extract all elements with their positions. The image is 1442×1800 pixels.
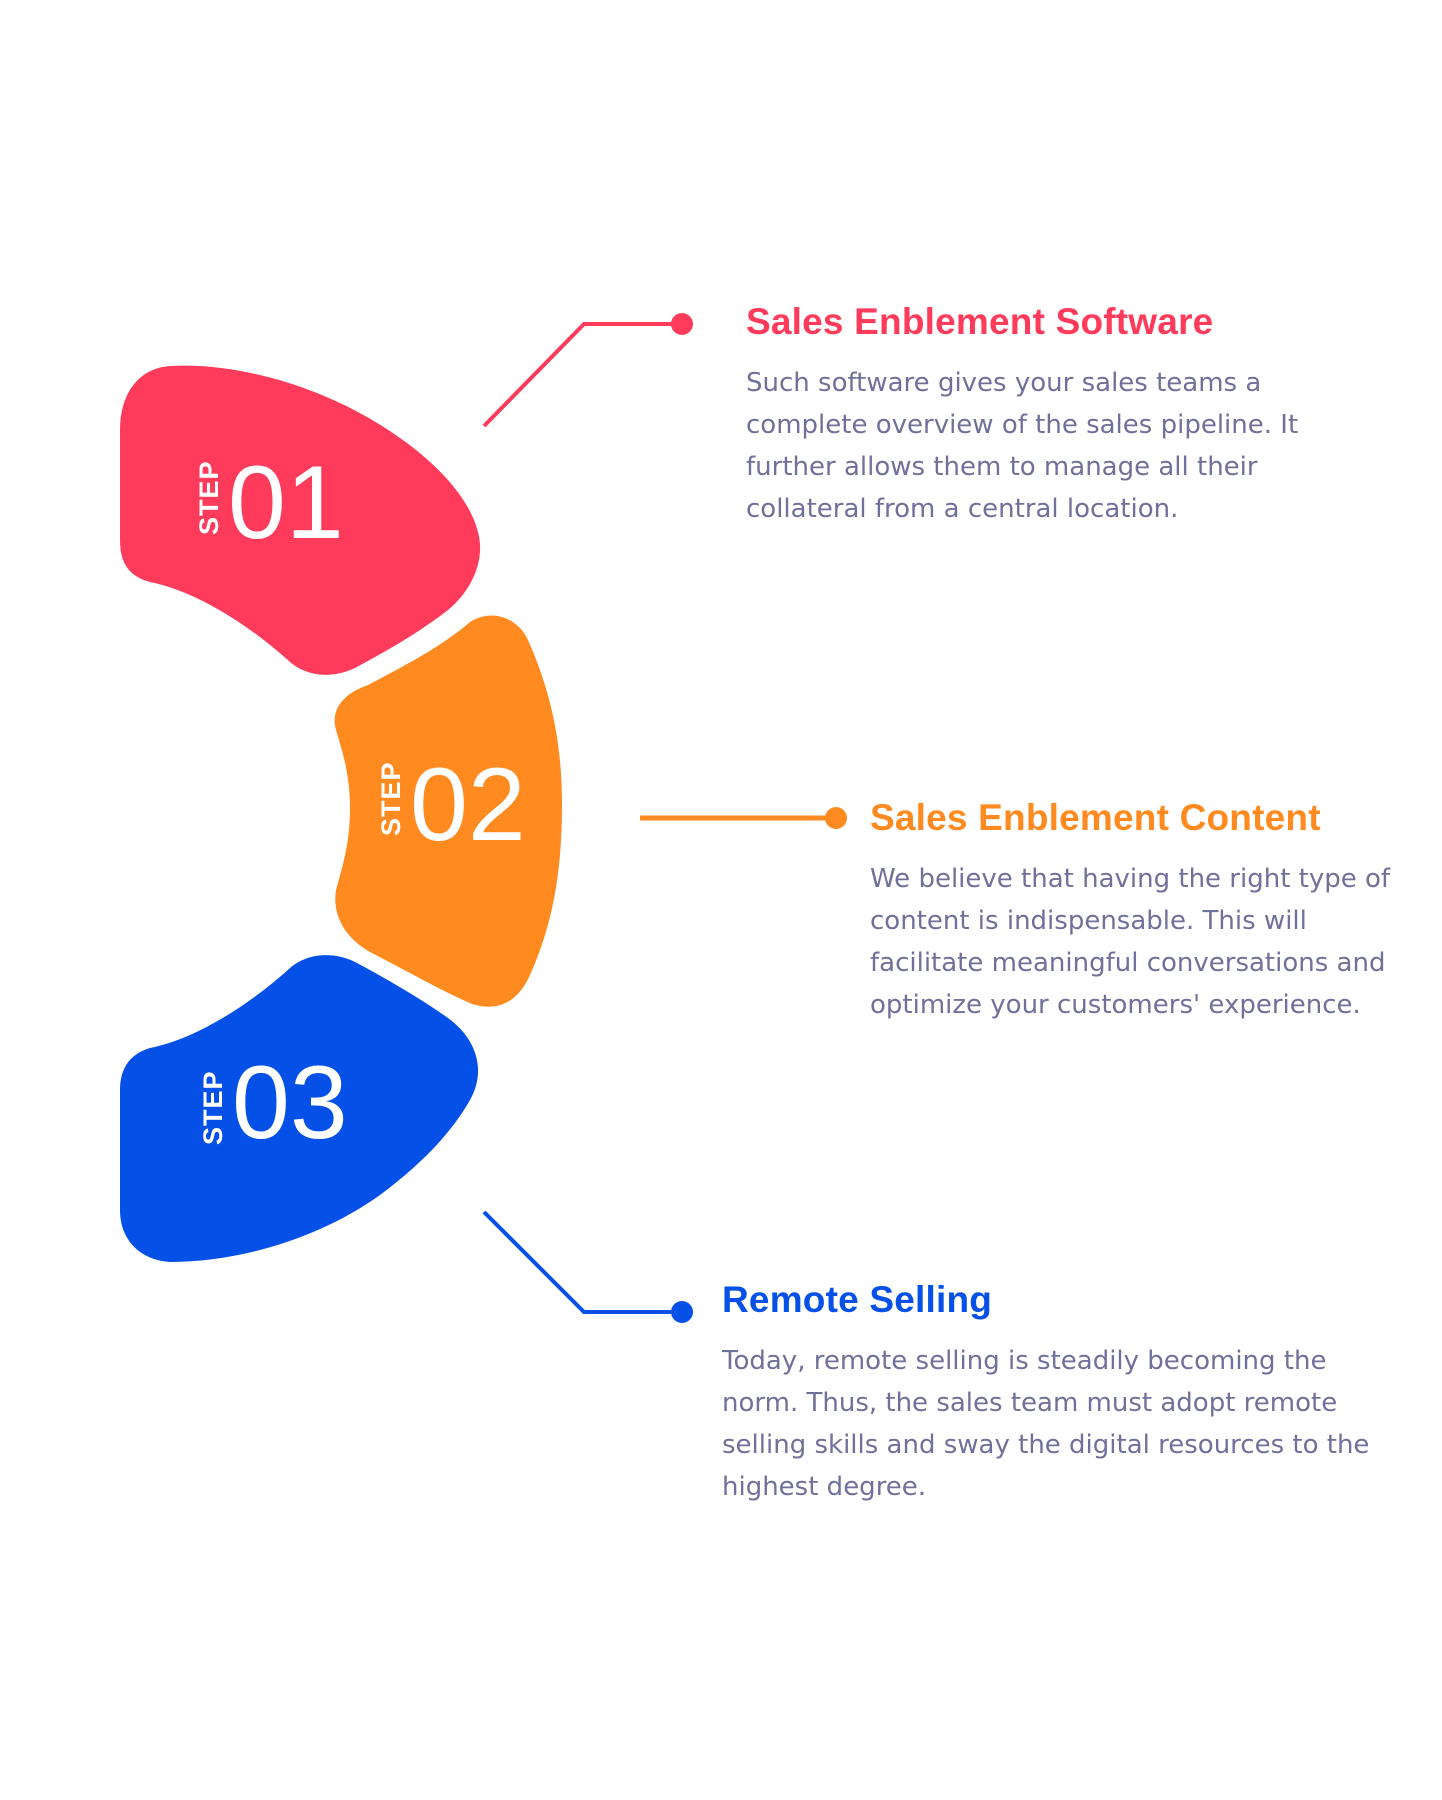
step-3-description: Today, remote selling is steadily becomi… xyxy=(722,1346,1370,1502)
step-2-label: STEP xyxy=(376,761,406,836)
step-3-segment: STEP 03 xyxy=(120,955,479,1262)
connector-3-dot xyxy=(671,1301,693,1323)
step-1-shape xyxy=(120,365,481,675)
connector-2 xyxy=(640,807,847,829)
step-1-title: Sales Enblement Software xyxy=(746,301,1214,342)
connector-2-dot xyxy=(825,807,847,829)
step-1-label: STEP xyxy=(194,460,224,535)
connector-3 xyxy=(482,1210,693,1323)
step-3-label: STEP xyxy=(198,1070,228,1145)
step-1-info: Sales Enblement Software Such software g… xyxy=(746,300,1306,530)
step-1-description: Such software gives your sales teams a c… xyxy=(746,368,1299,524)
step-2-shape xyxy=(334,615,562,1007)
connector-1-dot xyxy=(671,313,693,335)
step-2-segment: STEP 02 xyxy=(334,615,562,1007)
step-2-description: We believe that having the right type of… xyxy=(870,864,1391,1020)
step-2-number: 02 xyxy=(410,747,526,863)
step-1-segment: STEP 01 xyxy=(120,365,481,675)
step-2-info: Sales Enblement Content We believe that … xyxy=(870,796,1410,1026)
step-3-title: Remote Selling xyxy=(722,1279,993,1320)
step-1-number: 01 xyxy=(228,445,344,561)
connector-1 xyxy=(482,313,693,428)
step-3-info: Remote Selling Today, remote selling is … xyxy=(722,1278,1402,1508)
step-3-number: 03 xyxy=(232,1045,348,1161)
step-2-title: Sales Enblement Content xyxy=(870,797,1321,838)
step-3-shape xyxy=(120,955,479,1262)
